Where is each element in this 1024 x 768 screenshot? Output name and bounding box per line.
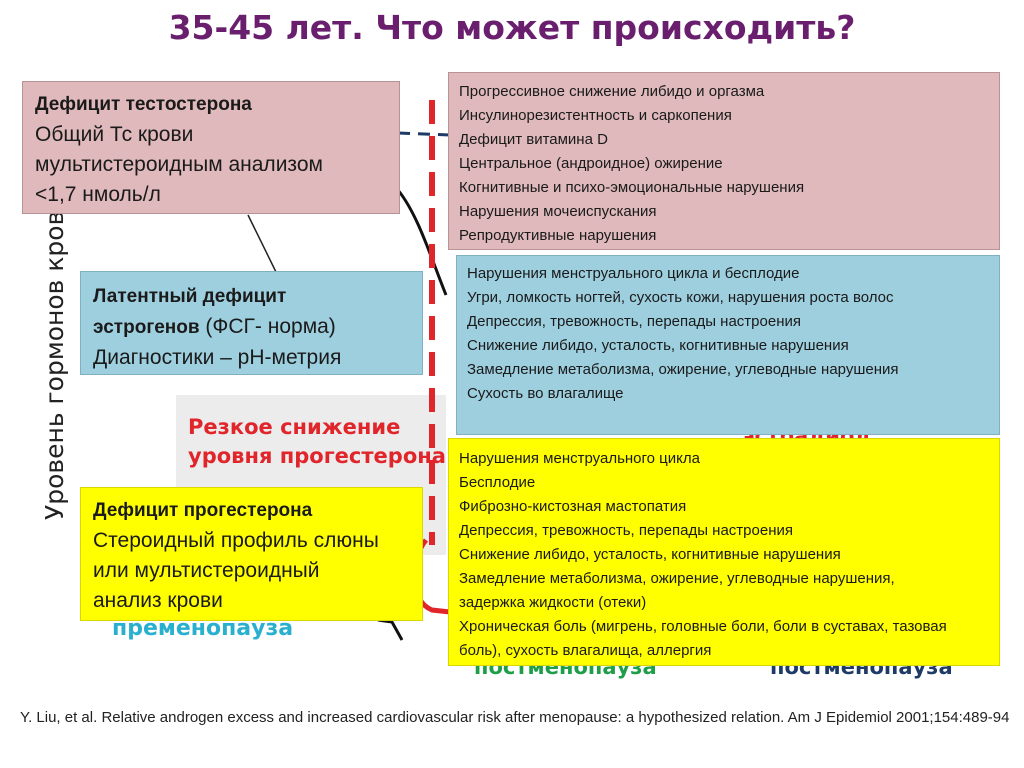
list-item: Бесплодие <box>459 474 536 491</box>
list-item: Нарушения менструального цикла и бесплод… <box>467 265 800 282</box>
progesterone-heading: Дефицит прогестерона <box>93 500 313 521</box>
progesterone-drop-line1: Резкое снижение <box>188 415 401 439</box>
estrogen-heading-suffix: (ФСГ- норма) <box>199 315 336 338</box>
progesterone-drop-line2: уровня прогестерона <box>188 444 446 468</box>
estrogen-heading-line2-wrap: эстрогенов (ФСГ- норма) <box>93 312 410 343</box>
estrogen-symptoms-box: Нарушения менструального цикла и бесплод… <box>456 255 1000 435</box>
progesterone-line-1: Стероидный профиль слюны <box>93 529 379 552</box>
list-item: Депрессия, тревожность, перепады настрое… <box>467 313 801 330</box>
list-item: Репродуктивные нарушения <box>459 227 657 244</box>
list-item: Снижение либидо, усталость, когнитивные … <box>459 546 841 563</box>
list-item: Депрессия, тревожность, перепады настрое… <box>459 522 793 539</box>
list-item: Хроническая боль (мигрень, головные боли… <box>459 618 947 659</box>
list-item: Нарушения мочеиспускания <box>459 203 657 220</box>
list-item: Когнитивные и психо-эмоциональные наруше… <box>459 179 805 196</box>
list-item: Прогрессивное снижение либидо и оргазма <box>459 83 765 100</box>
estrogen-heading-line2: эстрогенов <box>93 317 200 338</box>
list-item: Замедление метаболизма, ожирение, углево… <box>459 570 895 611</box>
testosterone-line-1: Общий Тс крови <box>35 123 194 146</box>
testosterone-line-2: мультистероидным анализом <box>35 153 323 176</box>
list-item: Снижение либидо, усталость, когнитивные … <box>467 337 849 354</box>
hormone-curve-black <box>396 189 448 296</box>
progesterone-line-3: анализ крови <box>93 589 223 612</box>
progesterone-line-2: или мультистероидный <box>93 559 320 582</box>
testosterone-deficit-box: Дефицит тестостерона Общий Тс крови муль… <box>22 81 400 214</box>
estrogen-heading-line1: Латентный дефицит <box>93 286 287 307</box>
list-item: Сухость во влагалище <box>467 385 624 402</box>
list-item: Замедление метаболизма, ожирение, углево… <box>467 361 899 378</box>
list-item: Инсулинорезистентность и саркопения <box>459 107 732 124</box>
estrogen-deficit-box: Латентный дефицит эстрогенов (ФСГ- норма… <box>80 271 423 375</box>
page-title: 35-45 лет. Что может происходить? <box>168 8 856 47</box>
list-item: Нарушения менструального цикла <box>459 450 700 467</box>
blue-dashed-line <box>397 131 451 137</box>
citation: Y. Liu, et al. Relative androgen excess … <box>20 709 1010 726</box>
estrogen-symptoms-list: Нарушения менструального цикла и бесплод… <box>467 262 989 406</box>
list-item: Угри, ломкость ногтей, сухость кожи, нар… <box>467 289 894 306</box>
testosterone-symptoms-box: Прогрессивное снижение либидо и оргазма … <box>448 72 1000 250</box>
progesterone-drop-label: Резкое снижение уровня прогестерона <box>188 413 446 471</box>
black-curve-bottom <box>377 618 404 641</box>
list-item: Фиброзно-кистозная мастопатия <box>459 498 687 515</box>
list-item: Центральное (андроидное) ожирение <box>459 155 723 172</box>
progesterone-deficit-box: Дефицит прогестерона Стероидный профиль … <box>80 487 423 621</box>
testosterone-symptoms-list: Прогрессивное снижение либидо и оргазма … <box>459 80 989 248</box>
list-item: Дефицит витамина D <box>459 131 608 148</box>
testosterone-heading: Дефицит тестостерона <box>35 94 252 115</box>
testosterone-line-3: <1,7 нмоль/л <box>35 183 161 206</box>
progesterone-symptoms-list: Нарушения менструального цикла Бесплодие… <box>459 447 989 663</box>
progesterone-symptoms-box: Нарушения менструального цикла Бесплодие… <box>448 438 1000 666</box>
estrogen-diagnostics-line: Диагностики – рН-метрия <box>93 346 342 369</box>
leader-line <box>247 214 277 273</box>
